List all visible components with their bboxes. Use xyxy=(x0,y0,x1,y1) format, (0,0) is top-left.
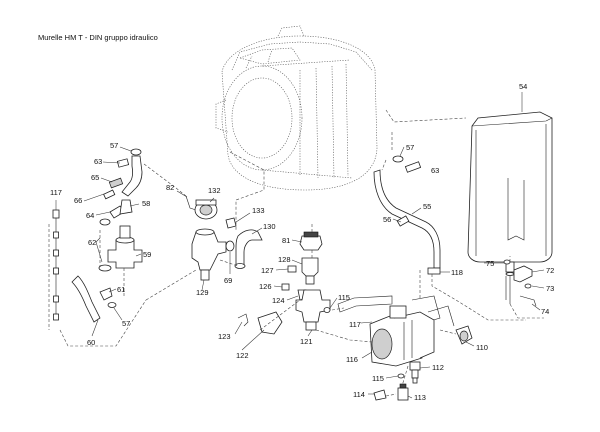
label-133: 133 xyxy=(252,206,265,215)
label-132: 132 xyxy=(208,186,221,195)
cap-110 xyxy=(455,325,473,345)
pipe-72 xyxy=(505,265,533,304)
label-69: 69 xyxy=(224,276,232,285)
valve-59 xyxy=(98,218,143,272)
left-fitting-group xyxy=(103,155,143,219)
label-117-a: 117 xyxy=(50,188,62,197)
expansion-vessel xyxy=(467,111,553,276)
label-64: 64 xyxy=(86,211,94,220)
label-110: 110 xyxy=(476,343,488,352)
label-82: 82 xyxy=(166,183,174,192)
valve-128 xyxy=(301,257,319,285)
label-113: 113 xyxy=(414,393,426,402)
label-61: 61 xyxy=(117,285,125,294)
label-124: 124 xyxy=(272,296,285,305)
clip-114 xyxy=(373,389,387,401)
label-57-c: 57 xyxy=(122,319,130,328)
label-56: 56 xyxy=(383,215,391,224)
flow-sensor-132 xyxy=(194,199,218,220)
air-vent-81 xyxy=(299,231,323,251)
o-ring-115a xyxy=(323,307,331,313)
part-labels: 54 57 57 63 63 65 66 64 58 117 82 132 13… xyxy=(50,82,554,402)
label-130: 130 xyxy=(263,222,276,231)
label-114: 114 xyxy=(353,390,365,399)
cap-113 xyxy=(397,383,409,401)
label-116: 116 xyxy=(346,355,358,364)
label-57-a: 57 xyxy=(110,141,118,150)
o-ring-57a xyxy=(130,148,142,156)
assembly-lines xyxy=(59,109,544,397)
label-128: 128 xyxy=(278,255,291,264)
label-123: 123 xyxy=(218,332,231,341)
label-57-b: 57 xyxy=(406,143,414,152)
label-62: 62 xyxy=(88,238,96,247)
label-55: 55 xyxy=(423,202,431,211)
diagram-title: Murelle HM T - DIN gruppo idraulico xyxy=(38,33,158,42)
connector-121 xyxy=(295,289,331,331)
label-58: 58 xyxy=(142,199,150,208)
label-66: 66 xyxy=(74,196,82,205)
clip-63b xyxy=(404,161,422,173)
label-117-b: 117 xyxy=(349,320,361,329)
label-73: 73 xyxy=(546,284,554,293)
label-72: 72 xyxy=(546,266,554,275)
label-129: 129 xyxy=(196,288,209,297)
clip-133 xyxy=(225,217,237,229)
leader-lines xyxy=(55,92,545,399)
pipe-60 xyxy=(71,275,101,323)
clip-61 xyxy=(99,287,113,301)
label-127: 127 xyxy=(261,266,274,275)
heat-exchanger xyxy=(215,25,378,191)
label-122: 122 xyxy=(236,351,249,360)
o-ring-115b xyxy=(397,373,405,379)
label-118: 118 xyxy=(451,268,463,277)
label-121: 121 xyxy=(300,337,313,346)
label-112: 112 xyxy=(432,363,444,372)
clip-74 xyxy=(519,295,537,307)
clip-123 xyxy=(237,313,249,327)
label-63-a: 63 xyxy=(94,157,102,166)
o-ring-69 xyxy=(225,240,235,252)
nut-127 xyxy=(287,265,297,273)
label-59: 59 xyxy=(143,250,151,259)
o-ring-75 xyxy=(503,259,511,265)
label-81: 81 xyxy=(282,236,290,245)
rod-117-left xyxy=(48,209,60,330)
clip-56 xyxy=(396,215,410,227)
label-65: 65 xyxy=(91,173,99,182)
elbow-130 xyxy=(235,229,263,267)
label-126: 126 xyxy=(259,282,272,291)
circulation-pump-116 xyxy=(369,305,435,367)
label-115-a: 115 xyxy=(338,293,350,302)
pin-82 xyxy=(185,195,197,211)
nut-126 xyxy=(281,283,290,291)
fitting-122 xyxy=(257,311,283,335)
o-ring-57b xyxy=(392,155,404,163)
label-74: 74 xyxy=(541,307,549,316)
label-54: 54 xyxy=(519,82,527,91)
nut-118 xyxy=(427,267,441,275)
label-75: 75 xyxy=(486,259,494,268)
o-ring-73 xyxy=(524,283,532,289)
label-115-b: 115 xyxy=(372,374,384,383)
manifold-129 xyxy=(191,228,227,281)
label-60: 60 xyxy=(87,338,95,347)
drain-112 xyxy=(409,361,421,384)
label-63-b: 63 xyxy=(431,166,439,175)
o-ring-57c xyxy=(107,302,117,308)
